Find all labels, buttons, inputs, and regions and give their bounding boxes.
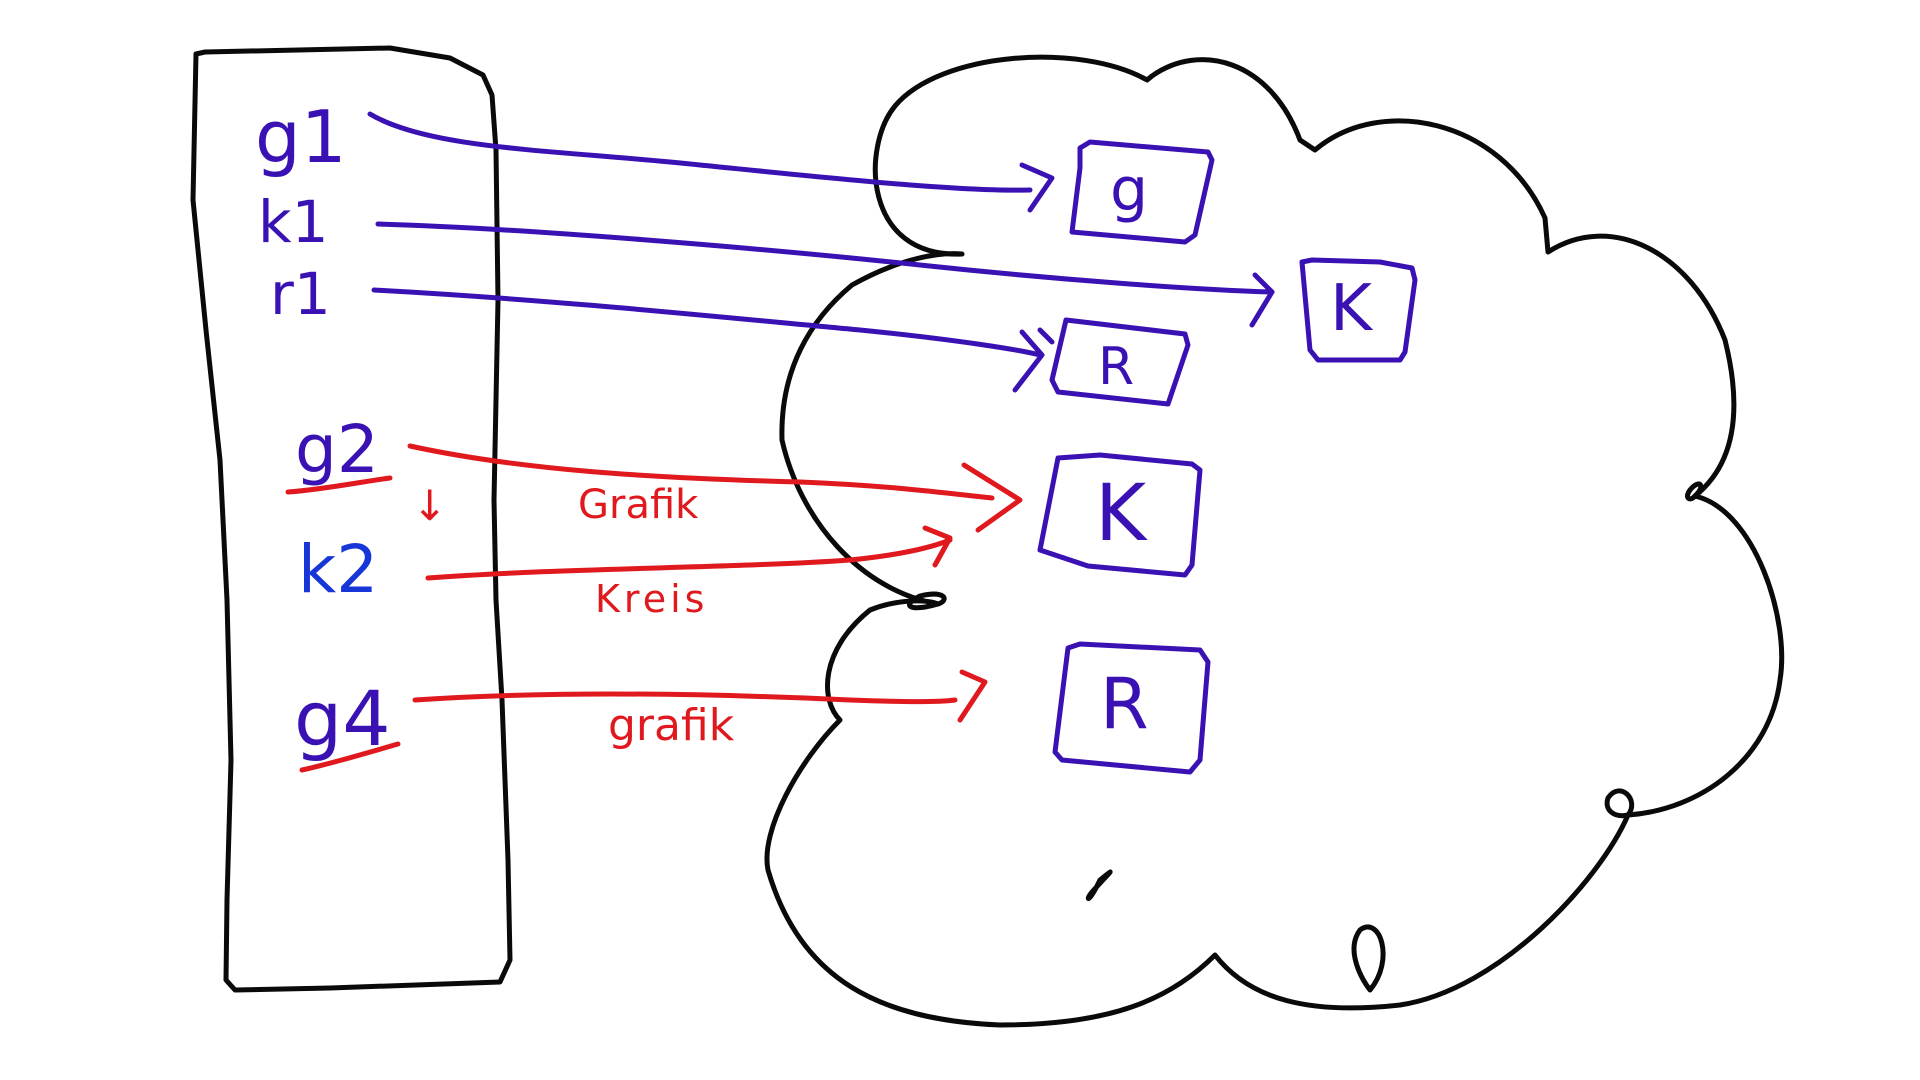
var-label-r1: r1 — [270, 260, 331, 328]
object-box-r-small — [1049, 317, 1191, 407]
arrow-k1-to-k — [375, 221, 1275, 295]
strike-g2 — [285, 475, 393, 495]
down-mark: ↓ — [412, 481, 447, 530]
object-label-r-small: R — [1098, 337, 1134, 397]
heap-cloud — [764, 54, 1785, 1028]
cloud-curl-lower-left — [907, 591, 947, 611]
arrow-g2-to-k — [407, 443, 995, 501]
variable-panel — [190, 45, 513, 993]
cloud-curl-bottom — [1351, 924, 1386, 993]
edge-label-grafik-2: grafik — [608, 700, 735, 751]
object-box-k-small — [1299, 257, 1418, 363]
arrow-k2-to-k — [425, 537, 953, 581]
object-label-g: g — [1110, 155, 1148, 225]
object-box-r-large — [1052, 641, 1211, 775]
var-label-k1: k1 — [258, 188, 329, 256]
arrow-g1-to-g — [367, 111, 1033, 193]
object-box-g — [1069, 139, 1215, 245]
arrowhead-k1 — [1249, 272, 1275, 328]
edge-label-kreis: Kreis — [595, 577, 708, 621]
arrowhead-r1-tick — [1037, 327, 1055, 345]
arrow-g4-to-r — [412, 691, 958, 704]
arrowhead-g4 — [957, 669, 988, 723]
cloud-curl-bottom-right — [1604, 788, 1635, 819]
object-box-k-large — [1037, 452, 1203, 578]
object-label-k-small: K — [1330, 272, 1374, 346]
strike-g4 — [299, 741, 401, 773]
var-label-k2: k2 — [298, 531, 378, 608]
cloud-curl-right — [1685, 481, 1704, 502]
var-label-g1: g1 — [255, 95, 347, 179]
var-label-g2: g2 — [295, 411, 379, 488]
object-label-r-large: R — [1100, 663, 1149, 745]
var-label-g4: g4 — [294, 674, 391, 763]
arrowhead-g2 — [961, 462, 1023, 533]
object-label-k-large: K — [1095, 469, 1148, 559]
cloud-curl-bottom-left — [1085, 869, 1113, 901]
arrow-r1-to-r — [371, 287, 1043, 358]
arrowhead-g1 — [1019, 162, 1055, 213]
arrowhead-k2 — [922, 525, 953, 568]
edge-label-grafik-1: Grafik — [578, 482, 699, 528]
arrowhead-r1 — [1012, 329, 1045, 393]
